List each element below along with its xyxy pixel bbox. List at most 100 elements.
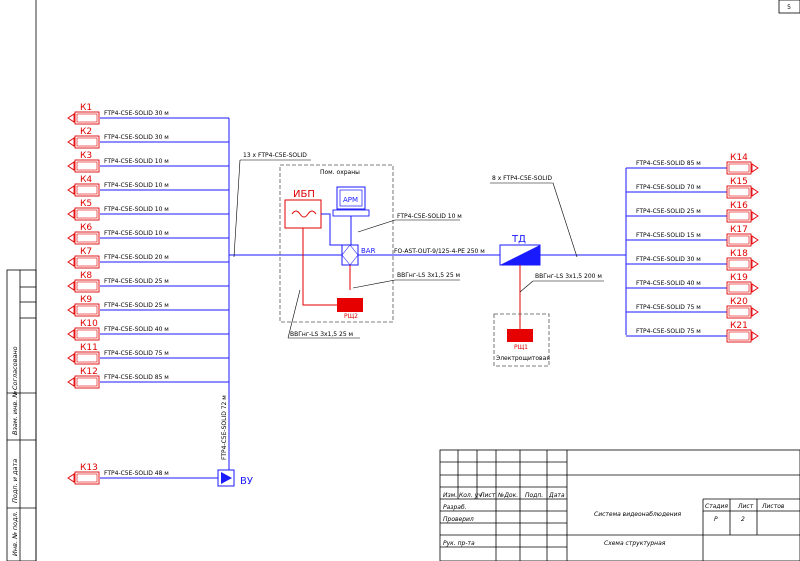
camera-body: [74, 303, 100, 317]
rsh1-label: РЩ1: [514, 344, 528, 351]
camera-cable-label: FTP4-C5E-SOLID 30 м: [636, 256, 701, 263]
arm-cable-label: FTP4-C5E-SOLID 10 м: [397, 213, 462, 220]
camera-lens: [67, 233, 75, 243]
tb-sheets-header: Листов: [761, 503, 785, 510]
electrical-room-caption: Электрощитовая: [496, 355, 550, 362]
camera-body: [74, 159, 100, 173]
camera-label: К19: [730, 273, 748, 283]
camera-cable-label: FTP4-C5E-SOLID 85 м: [104, 374, 169, 381]
camera-cable-label: FTP4-C5E-SOLID 20 м: [104, 254, 169, 261]
fiber-cable-label: FO-AST-OUT-9/125-4-PE 250 м: [394, 248, 485, 255]
camera-label: К15: [730, 177, 748, 187]
bar-rsh2-leader-diag: [352, 279, 396, 289]
camera-cable-label: FTP4-C5E-SOLID 75 м: [104, 350, 169, 357]
camera-body-inner: [76, 161, 98, 171]
rsh2-label: РЩ2: [344, 313, 358, 320]
ups-rsh2-cable-label: ВВГнг-LS 3х1,5 25 м: [290, 331, 353, 338]
camera-body-inner: [728, 187, 750, 197]
camera-label: К8: [80, 271, 92, 281]
title-block: [439, 449, 800, 561]
camera-lens: [67, 353, 75, 363]
camera-body: [74, 111, 100, 125]
camera-cable-label: FTP4-C5E-SOLID 75 м: [636, 304, 701, 311]
arm-label: АРМ: [343, 196, 358, 204]
camera-lens: [751, 211, 759, 221]
bundle-right-leader-diag: [552, 182, 578, 258]
camera-lens: [751, 187, 759, 197]
camera-body: [74, 207, 100, 221]
camera-body: [726, 185, 752, 199]
tb-role-checker: Проверил: [443, 516, 474, 523]
tb-header-count: Кол. уч: [459, 492, 482, 499]
bar-switch: [341, 244, 359, 266]
camera-body-inner: [728, 259, 750, 269]
camera-body: [726, 209, 752, 223]
camera-body: [74, 135, 100, 149]
camera-body: [726, 305, 752, 319]
camera-body-inner: [76, 353, 98, 363]
camera-lens: [751, 331, 759, 341]
side-label-sign-date: Подп. и дата: [11, 459, 19, 503]
camera-body-inner: [76, 209, 98, 219]
tb-system-name: Система видеонаблюдения: [594, 511, 681, 518]
camera-body-inner: [76, 377, 98, 387]
td-label: ТД: [511, 234, 526, 245]
side-stamp: [6, 269, 37, 561]
camera-body-inner: [76, 281, 98, 291]
camera-cable-label: FTP4-C5E-SOLID 75 м: [636, 328, 701, 335]
tb-header-doc: №Док.: [497, 492, 518, 499]
camera-label: К10: [80, 319, 98, 329]
bundle-left-leader-diag: [233, 159, 241, 258]
camera-body: [74, 255, 100, 269]
side-label-agreed: Согласовано: [11, 346, 19, 390]
camera-body-inner: [728, 283, 750, 293]
camera-lens: [751, 163, 759, 173]
camera-body: [74, 327, 100, 341]
camera-lens: [67, 113, 75, 123]
camera-lens: [67, 305, 75, 315]
camera-cable-label: FTP4-C5E-SOLID 85 м: [636, 160, 701, 167]
side-label-replace-inv: Взам. инв. №: [11, 391, 19, 435]
bundle-right-label: 8 x FTP4-C5E-SOLID: [492, 175, 552, 182]
camera-lens: [67, 257, 75, 267]
camera-cable-label: FTP4-C5E-SOLID 25 м: [104, 302, 169, 309]
arm-cable-leader-diag: [357, 219, 396, 233]
camera-label: К5: [80, 199, 92, 209]
tb-header-sign: Подп.: [525, 492, 543, 499]
camera-body: [74, 375, 100, 389]
camera-cable-label: FTP4-C5E-SOLID 40 м: [636, 280, 701, 287]
camera-lens: [751, 283, 759, 293]
camera-label: К9: [80, 295, 92, 305]
camera-body: [726, 233, 752, 247]
camera-body-inner: [76, 329, 98, 339]
camera-cable-label: FTP4-C5E-SOLID 30 м: [104, 134, 169, 141]
camera-label: К3: [80, 151, 92, 161]
camera-label: К7: [80, 247, 92, 257]
td-cabinet: [499, 244, 541, 266]
camera-body-inner: [76, 233, 98, 243]
camera-lens: [751, 259, 759, 269]
room-wiring: [302, 213, 352, 306]
camera-cable-label: FTP4-C5E-SOLID 10 м: [104, 158, 169, 165]
camera-label: К17: [730, 225, 748, 235]
ups-label: ИБП: [293, 189, 315, 200]
camera-label: К6: [80, 223, 92, 233]
camera-label: К18: [730, 249, 748, 259]
rsh1-panel: [507, 329, 533, 342]
guard-room-boundary: [279, 164, 394, 323]
camera-lens: [67, 137, 75, 147]
bar-label: BAR: [361, 247, 376, 255]
camera-k13: [67, 471, 218, 485]
tb-drawing-name: Схема структурная: [604, 540, 666, 547]
